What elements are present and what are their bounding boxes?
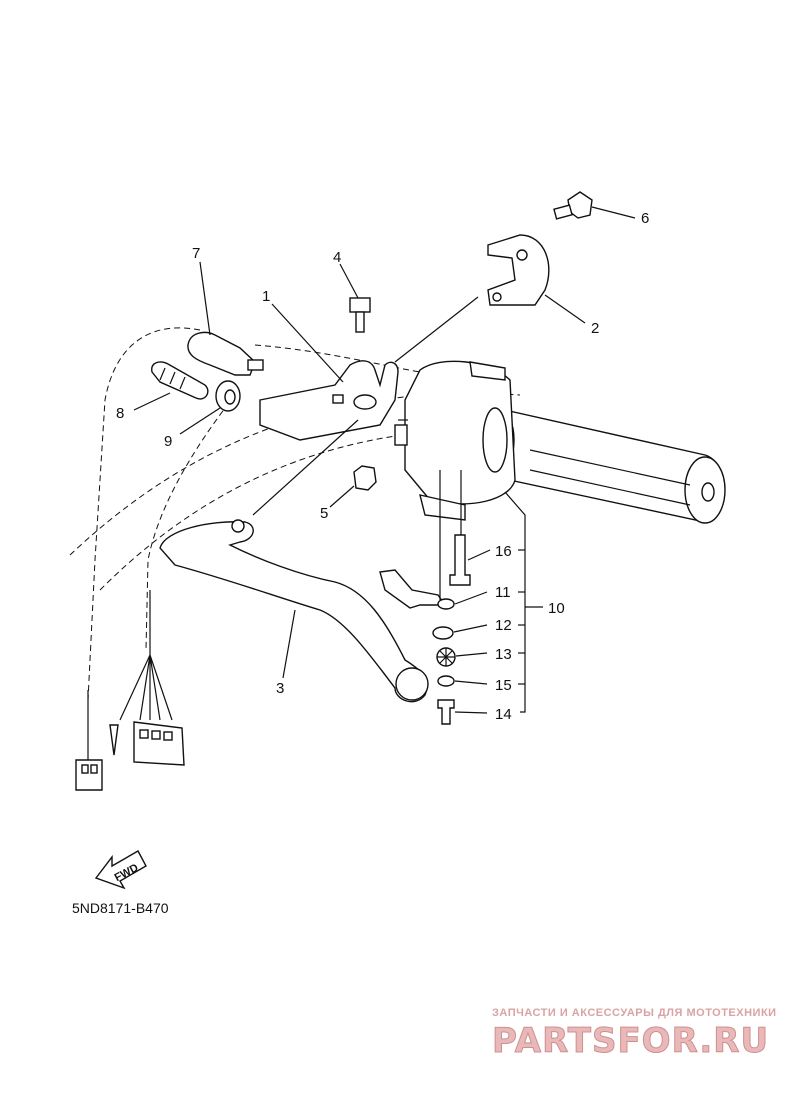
cable-routing (87, 327, 236, 701)
callout-11: 11 (495, 584, 511, 601)
adjuster-bolt (151, 361, 209, 400)
lever-holder (259, 360, 399, 441)
callout-1: 1 (262, 288, 270, 305)
cable-adjuster (187, 331, 264, 376)
callout-3: 3 (276, 680, 284, 697)
lever-clamp (487, 234, 550, 306)
callout-12: 12 (495, 617, 512, 634)
callout-6: 6 (641, 210, 649, 227)
clamp-bolt (553, 191, 593, 220)
callout-8: 8 (116, 405, 124, 422)
leader-lines (133, 206, 636, 714)
fwd-arrow-icon: FWD (94, 850, 147, 890)
callout-10: 10 (548, 600, 565, 617)
wiring-harness (75, 590, 185, 791)
callout-5: 5 (320, 505, 328, 522)
drawing-code: 5ND8171-B470 (72, 900, 169, 916)
switch-assembly (394, 360, 516, 521)
callout-13: 13 (495, 646, 512, 663)
lock-nut (215, 380, 241, 412)
clutch-lever (159, 519, 429, 703)
callout-7: 7 (192, 245, 200, 262)
callout-labels: 1 2 3 4 5 6 7 8 9 10 11 12 13 14 15 16 (116, 210, 649, 723)
callout-4: 4 (333, 249, 341, 266)
pivot-nut (353, 465, 377, 491)
watermark: ЗАПЧАСТИ И АКСЕССУАРЫ ДЛЯ МОТОТЕХНИКИ PA… (492, 1007, 777, 1062)
switch-hardware (379, 470, 471, 725)
pivot-bolt (349, 297, 371, 333)
watermark-tagline: ЗАПЧАСТИ И АКСЕССУАРЫ ДЛЯ МОТОТЕХНИКИ (492, 1007, 777, 1019)
callout-9: 9 (164, 433, 172, 450)
watermark-brand: PARTSFOR.RU (492, 1021, 769, 1061)
callout-16: 16 (495, 543, 512, 560)
handlebar-grip (485, 409, 726, 524)
handlebar-outline (69, 344, 521, 591)
callout-2: 2 (591, 320, 599, 337)
callout-15: 15 (495, 677, 512, 694)
callout-14: 14 (495, 706, 512, 723)
